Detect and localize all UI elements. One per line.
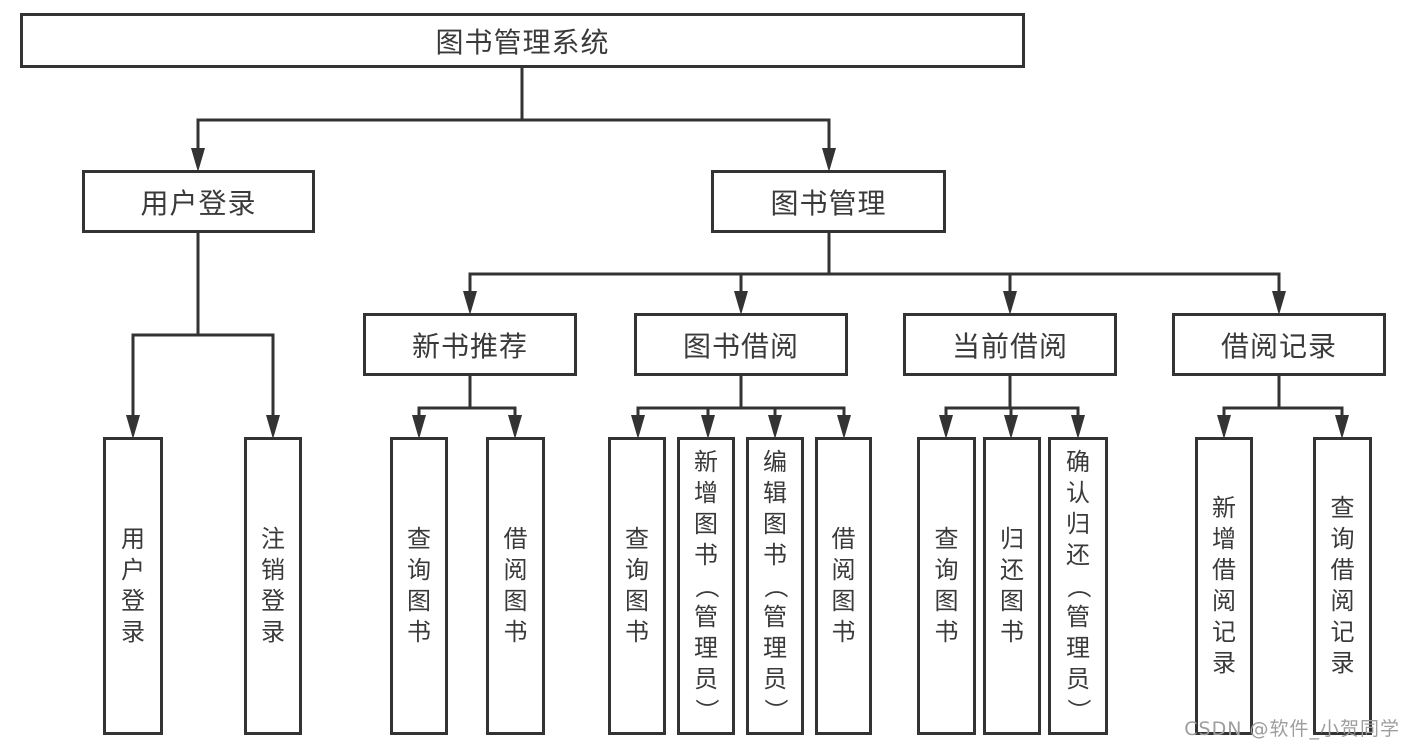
node-logout-login: 注销登录 xyxy=(244,437,302,735)
vertical-label-char: 员 xyxy=(694,664,718,693)
edge-root xyxy=(191,68,836,172)
vertical-label-char: ） xyxy=(692,698,721,722)
edge-borrow-records xyxy=(1217,376,1349,439)
node-borrow-books: 借阅图书 xyxy=(815,437,872,735)
vertical-label-char: 书 xyxy=(831,618,856,646)
node-borrow-records: 借阅记录 xyxy=(1172,313,1386,376)
node-current-borrowing: 当前借阅 xyxy=(903,313,1117,376)
vertical-label-char: 图 xyxy=(1000,587,1024,615)
vertical-label-char: 户 xyxy=(121,556,145,584)
node-library-system: 图书管理系统 xyxy=(20,13,1025,68)
vertical-label-char: 增 xyxy=(1212,525,1236,553)
node-add-borrow-record: 新增借阅记录 xyxy=(1195,437,1253,735)
vertical-label-char: 图 xyxy=(694,509,718,538)
vertical-label-char: 图 xyxy=(831,587,856,615)
node-query-borrow-record: 查询借阅记录 xyxy=(1313,437,1372,735)
vertical-label-char: 辑 xyxy=(763,478,787,507)
vertical-label-char: 查 xyxy=(625,525,649,553)
vertical-label-char: 增 xyxy=(694,478,718,507)
vertical-label-char: 书 xyxy=(625,618,649,646)
vertical-label-char: 图 xyxy=(934,587,959,615)
vertical-label-char: 管 xyxy=(763,602,787,631)
node-book-management: 图书管理 xyxy=(711,170,946,233)
node-query-books: 查询图书 xyxy=(390,437,448,735)
vertical-label-char: ） xyxy=(761,698,790,722)
vertical-label-char: 录 xyxy=(121,618,145,646)
vertical-label-char: 图 xyxy=(625,587,649,615)
vertical-label-char: 书 xyxy=(934,618,959,646)
vertical-label-char: 理 xyxy=(694,633,718,662)
vertical-label-char: 查 xyxy=(934,525,959,553)
vertical-label-char: 图 xyxy=(407,587,431,615)
vertical-label-char: 书 xyxy=(763,540,787,569)
vertical-label-char: （ xyxy=(1064,574,1093,598)
vertical-label-char: 记 xyxy=(1212,618,1236,646)
node-borrow-books: 借阅图书 xyxy=(486,437,545,735)
vertical-label-char: 阅 xyxy=(1212,587,1236,615)
vertical-label-char: 书 xyxy=(503,618,528,646)
node-return-books: 归还图书 xyxy=(983,437,1041,735)
vertical-label-char: 确 xyxy=(1066,447,1090,476)
node-user-login: 用户登录 xyxy=(82,170,315,233)
node-edit-books-admin: 编辑图书 （ 管理员 ） xyxy=(746,437,804,735)
vertical-label-char: 询 xyxy=(407,556,431,584)
edge-book-management xyxy=(463,233,1286,315)
vertical-label-char: 员 xyxy=(1066,664,1090,693)
node-new-book-recommend: 新书推荐 xyxy=(363,313,577,376)
node-query-books: 查询图书 xyxy=(917,437,976,735)
vertical-label-char: 阅 xyxy=(831,556,856,584)
node-add-books-admin: 新增图书 （ 管理员 ） xyxy=(677,437,735,735)
edge-new-book xyxy=(412,376,522,439)
vertical-label-char: 登 xyxy=(261,587,285,615)
vertical-label-char: ） xyxy=(1064,698,1093,722)
vertical-label-char: 询 xyxy=(1330,525,1355,553)
vertical-label-char: 录 xyxy=(1212,649,1236,677)
vertical-label-char: 登 xyxy=(121,587,145,615)
vertical-label-char: 销 xyxy=(261,556,285,584)
vertical-label-char: 书 xyxy=(1000,618,1024,646)
vertical-label-char: 新 xyxy=(1212,494,1236,522)
vertical-label-char: 图 xyxy=(503,587,528,615)
node-query-books: 查询图书 xyxy=(608,437,666,735)
vertical-label-char: 用 xyxy=(121,525,145,553)
vertical-label-char: 管 xyxy=(694,602,718,631)
vertical-label-char: 阅 xyxy=(1330,587,1355,615)
vertical-label-char: 录 xyxy=(261,618,285,646)
vertical-label-char: 理 xyxy=(763,633,787,662)
node-confirm-return-admin: 确认归还 （ 管理员 ） xyxy=(1048,437,1108,735)
vertical-label-char: 编 xyxy=(763,447,787,476)
vertical-label-char: 书 xyxy=(694,540,718,569)
vertical-label-char: 记 xyxy=(1330,618,1355,646)
vertical-label-char: 录 xyxy=(1330,649,1355,677)
node-book-borrowing: 图书借阅 xyxy=(634,313,848,376)
vertical-label-char: 还 xyxy=(1066,540,1090,569)
edge-book-borrowing xyxy=(631,376,851,439)
edge-current-borrow xyxy=(939,376,1085,439)
vertical-label-char: 阅 xyxy=(503,556,528,584)
vertical-label-char: 查 xyxy=(1330,494,1355,522)
vertical-label-char: 借 xyxy=(831,525,856,553)
vertical-label-char: 员 xyxy=(763,664,787,693)
vertical-label-char: （ xyxy=(761,574,790,598)
vertical-label-char: 借 xyxy=(1330,556,1355,584)
vertical-label-char: 查 xyxy=(407,525,431,553)
edge-user-login xyxy=(126,233,280,439)
node-user-login-leaf: 用户登录 xyxy=(103,437,163,735)
vertical-label-char: 还 xyxy=(1000,556,1024,584)
vertical-label-char: 图 xyxy=(763,509,787,538)
vertical-label-char: 注 xyxy=(261,525,285,553)
vertical-label-char: 询 xyxy=(934,556,959,584)
vertical-label-char: 归 xyxy=(1000,525,1024,553)
vertical-label-char: 新 xyxy=(694,447,718,476)
vertical-label-char: 认 xyxy=(1066,478,1090,507)
vertical-label-char: 借 xyxy=(1212,556,1236,584)
vertical-label-char: （ xyxy=(692,574,721,598)
vertical-label-char: 借 xyxy=(503,525,528,553)
vertical-label-char: 理 xyxy=(1066,633,1090,662)
vertical-label-char: 询 xyxy=(625,556,649,584)
vertical-label-char: 归 xyxy=(1066,509,1090,538)
watermark: CSDN @软件_小贺同学 xyxy=(1184,718,1400,740)
vertical-label-char: 书 xyxy=(407,618,431,646)
vertical-label-char: 管 xyxy=(1066,602,1090,631)
